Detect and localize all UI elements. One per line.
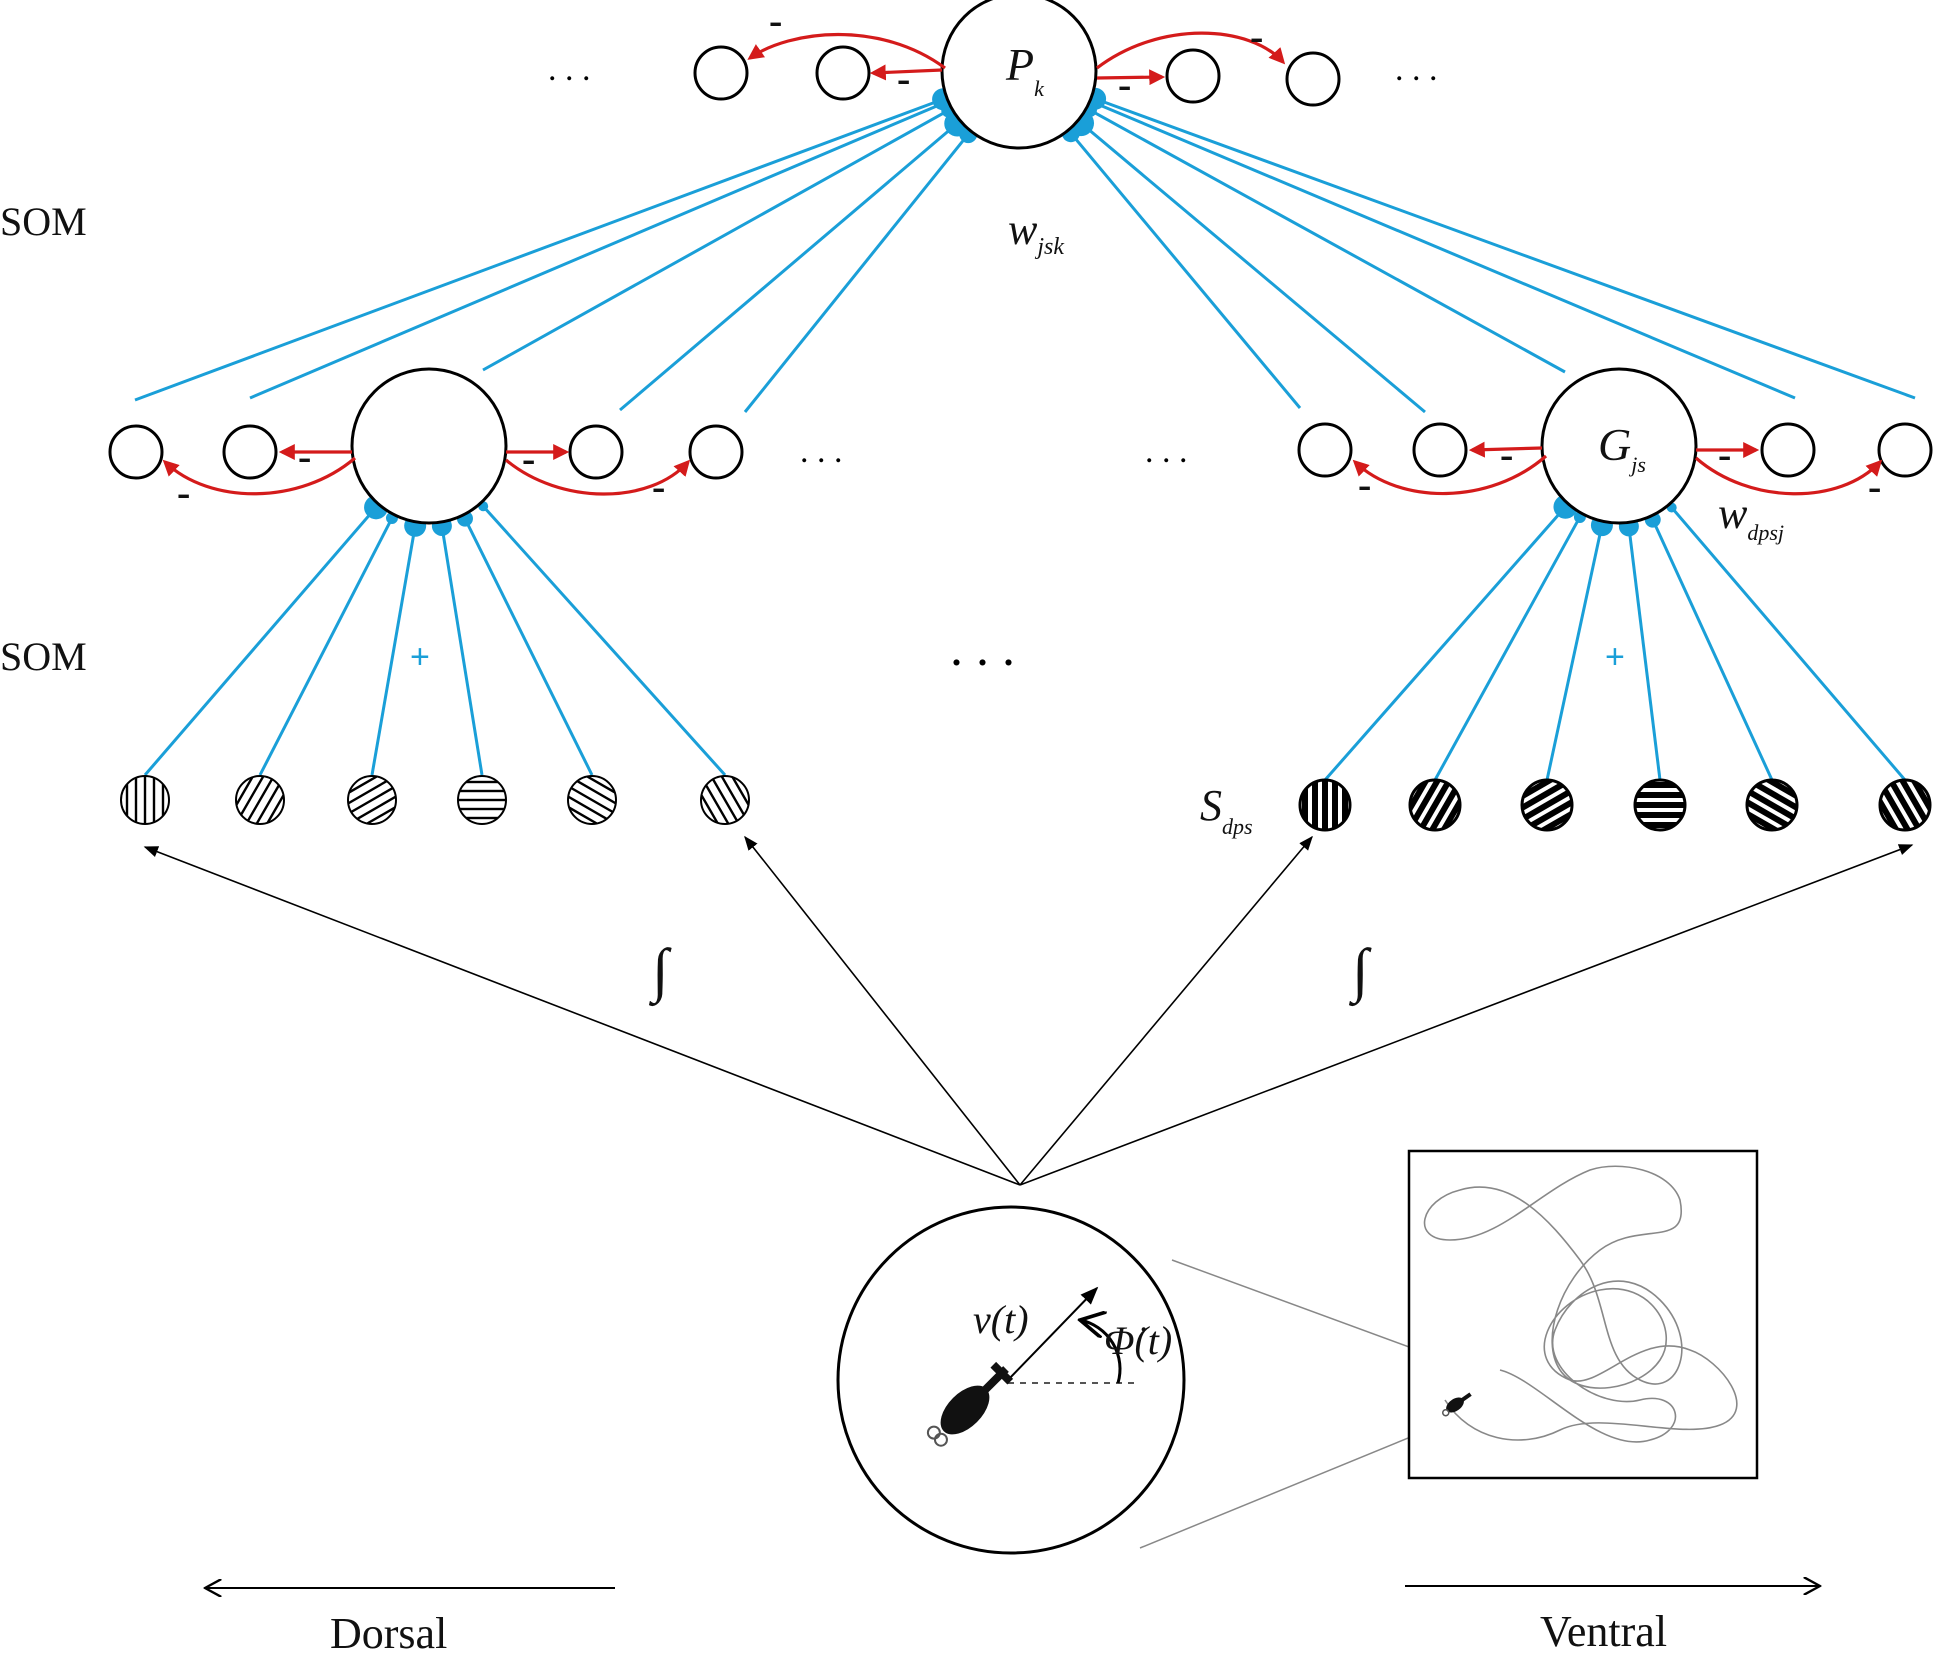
- excitatory-connection: [1089, 108, 1566, 374]
- gjs-label: Gjs: [1598, 419, 1646, 477]
- zoom-line-lower: [1139, 1419, 1453, 1549]
- excitatory-connection: [258, 517, 394, 776]
- excitatory-connection: [143, 506, 378, 776]
- som-label-bottom: SOM: [0, 634, 87, 679]
- minus-sign: -: [652, 464, 665, 509]
- excitatory-connection: [1093, 101, 1796, 400]
- excitatory-connection: [1094, 97, 1916, 400]
- neuron-mid-1: [108, 424, 164, 480]
- trajectory-path: [1423, 1165, 1738, 1443]
- excitatory-connection: [619, 122, 959, 412]
- oriented-grating-stimulus: [120, 775, 170, 825]
- output-layer: . . . . . .: [548, 0, 1438, 150]
- excitatory-connection: [134, 97, 944, 402]
- lateral-inhibition-top: [747, 31, 1286, 86]
- oriented-grating-stimulus: [1633, 778, 1687, 832]
- minus-sign: -: [1250, 14, 1263, 59]
- wdpsj-label: wdpsj: [1718, 489, 1784, 545]
- excitatory-connection: [1651, 519, 1774, 781]
- excitatory-connection: [743, 133, 970, 413]
- minus-sign: -: [177, 470, 190, 515]
- neuron-mid-7: [1760, 422, 1816, 478]
- zoom-line-upper: [1171, 1259, 1451, 1363]
- integral-symbol-right: ∫: [1349, 937, 1372, 1007]
- excitatory-connection: [482, 505, 727, 777]
- oriented-grating-stimulus: [1408, 778, 1462, 832]
- excitatory-connection: [1080, 121, 1426, 414]
- excitatory-connection: [1670, 506, 1907, 781]
- neuron-top-2: [815, 45, 871, 101]
- excitatory-connection: [463, 517, 594, 776]
- minus-sign: -: [1500, 432, 1513, 477]
- som-label-top: SOM: [0, 199, 87, 244]
- velocity-label: v(t): [973, 1297, 1029, 1342]
- sdps-label: Sdps: [1200, 781, 1253, 839]
- neuron-mid-6: [1412, 422, 1468, 478]
- integration-arrows: [143, 835, 1914, 1186]
- ellipsis-middle: . . .: [950, 620, 1015, 677]
- angle-arc: [1080, 1320, 1122, 1384]
- excitatory-connection: [440, 525, 484, 776]
- ellipsis-left-top: . . .: [548, 51, 591, 88]
- neuron-mid-8: [1877, 422, 1933, 478]
- ellipsis-mid-right: . . .: [1145, 433, 1188, 470]
- dorsal-label: Dorsal: [330, 1609, 447, 1657]
- neuron-gjs: [1540, 367, 1698, 525]
- neuron-mid-3: [568, 424, 624, 480]
- excitatory-connection: [1323, 505, 1567, 781]
- pk-label: Pk: [1005, 39, 1045, 101]
- minus-sign: -: [298, 434, 311, 479]
- neuron-top-4: [1285, 51, 1341, 107]
- feature-layer: . . . . . .: [108, 367, 1933, 525]
- integral-symbol-left: ∫: [649, 937, 672, 1007]
- oriented-grating-stimulus: [457, 775, 507, 825]
- inhibition-signs: - - - - - - - - - - - -: [177, 0, 1881, 515]
- minus-sign: -: [769, 0, 782, 43]
- trajectory-agent-icon: [1441, 1392, 1472, 1417]
- excitatory-connection: [1069, 132, 1302, 409]
- minus-sign: -: [1718, 432, 1731, 477]
- ellipsis-right-top: . . .: [1395, 51, 1438, 88]
- minus-sign: -: [522, 436, 535, 481]
- oriented-grating-stimulus: [1298, 778, 1352, 832]
- excitatory-connection: [370, 525, 417, 776]
- excitatory-connections-to-gjs: [143, 494, 1907, 781]
- lateral-inhibition-middle: [162, 441, 1883, 496]
- velocity-arrow: [1005, 1286, 1099, 1383]
- stimulus-layer: [120, 775, 1932, 832]
- axis-arrows: Dorsal Ventral: [205, 1586, 1820, 1657]
- oriented-grating-stimulus: [1878, 778, 1932, 832]
- neuron-mid-2: [222, 424, 278, 480]
- neuron-top-1: [693, 45, 749, 101]
- neuron-g-dorsal: [350, 367, 508, 525]
- ellipsis-mid-left: . . .: [800, 433, 843, 470]
- excitatory-connection: [1545, 524, 1604, 781]
- minus-sign: -: [897, 56, 910, 101]
- oriented-grating-stimulus: [1520, 778, 1574, 832]
- neuron-mid-5: [1297, 422, 1353, 478]
- ventral-label: Ventral: [1540, 1607, 1667, 1656]
- agent-icon: [926, 1361, 1014, 1447]
- oriented-grating-stimulus: [1745, 778, 1799, 832]
- minus-sign: -: [1868, 464, 1881, 509]
- excitatory-connection: [1627, 526, 1662, 781]
- trajectory-panel: [1139, 1149, 1759, 1549]
- neuron-top-3: [1165, 48, 1221, 104]
- neuron-mid-4: [688, 424, 744, 480]
- angular-velocity-label: Φ̇(t): [1104, 1318, 1172, 1363]
- wjsk-label: wjsk: [1008, 205, 1064, 260]
- excitatory-connection: [249, 101, 946, 400]
- agent-arena: v(t) Φ̇(t): [836, 1205, 1186, 1555]
- plus-sign-dorsal: +: [410, 638, 430, 676]
- minus-sign: -: [1358, 462, 1371, 507]
- plus-sign-ventral: +: [1605, 638, 1625, 676]
- excitatory-connection: [482, 109, 949, 372]
- minus-sign: -: [1118, 62, 1131, 107]
- excitatory-connection: [1433, 516, 1582, 781]
